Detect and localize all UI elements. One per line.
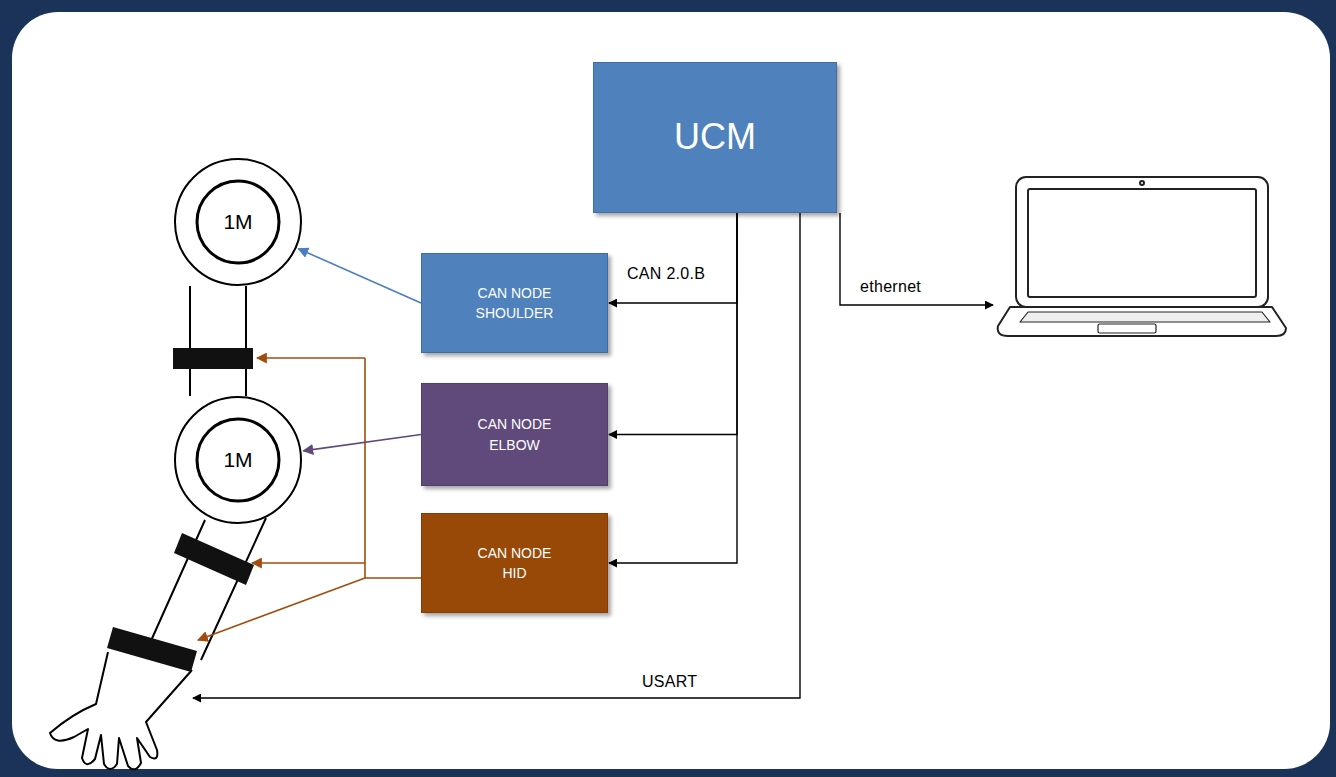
connector-arrow [609, 213, 737, 563]
ethernet-wire [840, 213, 993, 305]
connector-arrow [609, 213, 737, 435]
hid-leader [252, 562, 365, 564]
laptop-touchpad [1098, 324, 1156, 333]
motor-ring [197, 419, 279, 501]
forearm-band [174, 533, 254, 585]
arm-outline [50, 286, 266, 769]
wrist-band [107, 627, 197, 672]
laptop-screen [1028, 189, 1256, 297]
laptop-keyboard [1020, 312, 1270, 322]
laptop-icon [998, 177, 1286, 336]
joint-ring [175, 159, 301, 285]
node-label: CAN NODE ELBOW [473, 414, 557, 455]
hid-leader [198, 578, 365, 640]
motor-circle: 1M [173, 157, 303, 287]
upper-arm [190, 286, 246, 396]
forearm [150, 518, 266, 660]
can-node-box: CAN NODE ELBOW [421, 383, 608, 486]
bus-label: CAN 2.0.B [625, 265, 707, 283]
laptop-camera [1140, 181, 1144, 185]
hand [50, 652, 192, 769]
connector-arrow [303, 435, 421, 451]
connector-arrow [298, 249, 421, 303]
laptop-lid [1016, 177, 1268, 307]
hid-wire [365, 358, 421, 578]
can-node-box: CAN NODE HID [421, 513, 608, 613]
joint-ring [175, 397, 301, 523]
motor-label: 1M [223, 445, 252, 475]
node-label: UCM [674, 111, 756, 163]
can-node-box: CAN NODE SHOULDER [421, 253, 608, 353]
hid-leader [257, 357, 365, 359]
motor-ring [197, 181, 279, 263]
upper-arm-band [173, 348, 253, 369]
laptop-base [998, 307, 1286, 336]
node-label: CAN NODE SHOULDER [473, 283, 557, 324]
node-label: CAN NODE HID [473, 543, 557, 584]
ucm-wires [193, 213, 993, 698]
link-label: ethernet [858, 278, 923, 296]
motor-label: 1M [223, 207, 252, 237]
connector-arrow [609, 213, 737, 303]
motor-circle: 1M [173, 395, 303, 525]
controller-box: UCM [593, 62, 837, 213]
link-label: USART [640, 673, 699, 691]
